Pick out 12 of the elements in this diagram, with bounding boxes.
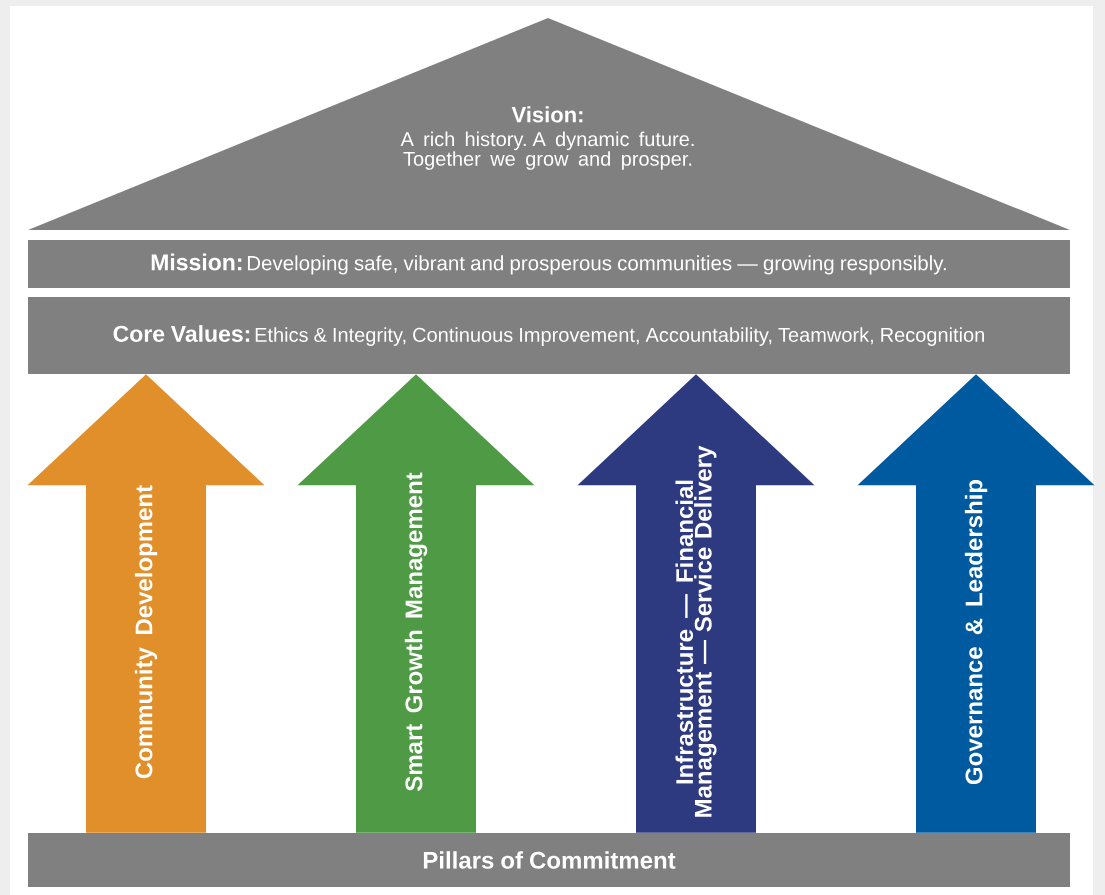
base-banner: Pillars of Commitment [28,833,1070,887]
roof-triangle: Vision: A rich history. A dynamic future. Together we grow and prosper. [28,18,1070,230]
pillar-arrow [577,374,815,833]
edge-label: Community Development [134,485,158,779]
pillar-arrow [27,374,265,833]
edge-label: Governance & Leadership [964,480,988,785]
banner: Core Values: Ethics & Integrity, Continuous Improvement, Accountability, Teamwork, Recognition [28,297,1070,374]
pillar-arrow [297,374,535,833]
edge-label: Smart Growth Management [404,472,428,792]
banner: Mission: Developing safe, vibrant and prosperous communities — growing responsibly. [28,240,1070,288]
pillar-arrow [857,374,1095,833]
edge-label: Infrastructure — Financial Management — Service Delivery [675,445,717,817]
